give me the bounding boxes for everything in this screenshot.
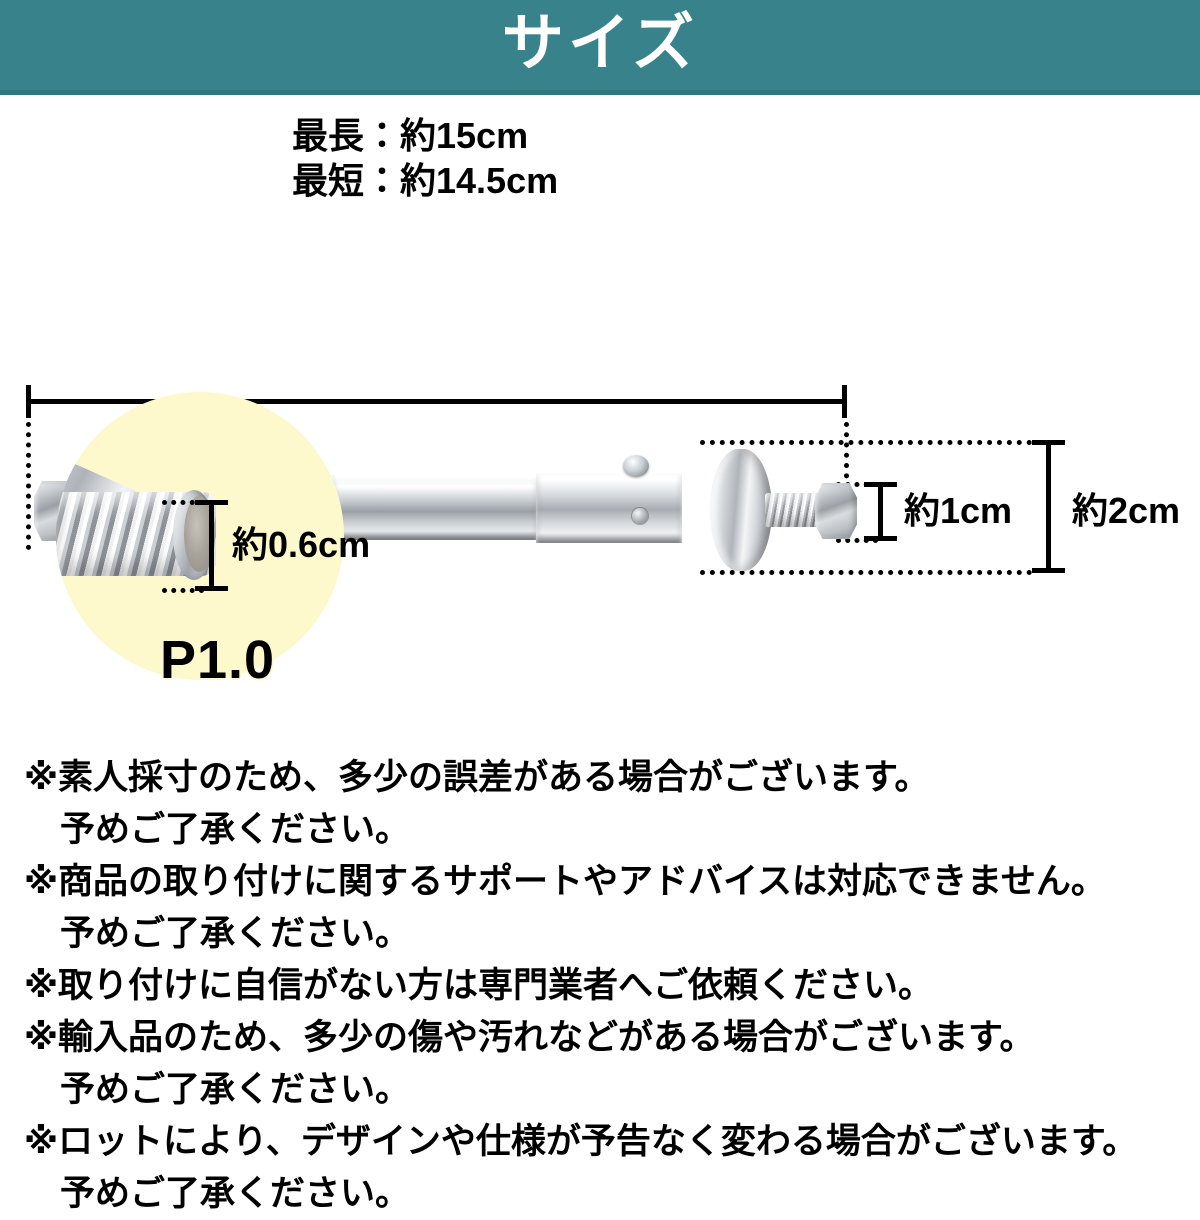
coupling-sleeve [536,473,682,543]
page-title: サイズ [501,9,699,78]
witness-line-bottom-horizontal [700,570,1032,575]
note-line-secondary: 予めご了承ください。 [60,1070,411,1109]
nut-height-top-cap [864,482,897,487]
flange-diameter-label: 約2cm [1072,490,1181,531]
overall-length-dimension-line [26,399,847,404]
note-item: ※ロットにより、デザインや仕様が予告なく変わる場合がございます。 予めご了承くだ… [24,1116,1184,1220]
note-line-primary: ※取り付けに自信がない方は専門業者へご依頼ください。 [24,966,934,1005]
note-line-secondary: 予めご了承ください。 [60,914,411,953]
max-length-label: 最長：約15cm [292,115,529,156]
witness-line-top-horizontal [700,440,1032,445]
thread-pitch-label: P1.0 [160,630,276,690]
flange-diameter-dimension-bar [1046,442,1051,572]
note-item: ※商品の取り付けに関するサポートやアドバイスは対応できません。 予めご了承くださ… [24,856,1184,960]
banner-underline [0,90,1200,95]
witness-line-nut-bottom [836,538,878,543]
witness-line-left-vertical [26,422,31,550]
note-line-primary: ※輸入品のため、多少の傷や汚れなどがある場合がございます。 [24,1018,1035,1057]
overall-length-right-cap [842,385,847,418]
note-item: ※輸入品のため、多少の傷や汚れなどがある場合がございます。 予めご了承ください。 [24,1012,1184,1116]
witness-line-right-vertical [844,422,849,540]
witness-line-bolt-top [162,500,204,505]
nut-height-dimension-bar [878,484,883,540]
bolt-diameter-top-cap [195,500,228,505]
note-line-secondary: 予めご了承ください。 [60,1174,411,1213]
notes-list: ※素人採寸のため、多少の誤差がある場合がございます。 予めご了承ください。 ※商… [24,752,1184,1220]
page-header-banner: サイズ [0,0,1200,90]
length-label-group: 最長：約15cm 最短：約14.5cm [292,113,932,203]
witness-line-nut-top [836,482,878,487]
note-line-primary: ※商品の取り付けに関するサポートやアドバイスは対応できません。 [24,862,1106,901]
right-hex-nut [815,483,857,539]
locking-pin [623,455,649,477]
min-length-label: 最短：約14.5cm [292,160,559,201]
nut-height-label: 約1cm [904,490,1013,531]
bolt-diameter-dimension-bar [209,502,214,590]
flange-diameter-top-cap [1032,440,1065,445]
note-line-primary: ※ロットにより、デザインや仕様が予告なく変わる場合がございます。 [24,1122,1138,1161]
bolt-diameter-label: 約0.6cm [232,524,371,565]
note-item: ※素人採寸のため、多少の誤差がある場合がございます。 予めご了承ください。 [24,752,1184,856]
bolt-diameter-bottom-cap [195,586,228,591]
witness-line-bolt-bottom [162,588,204,593]
inner-tube-section [333,478,538,540]
note-item: ※取り付けに自信がない方は専門業者へご依頼ください。 [24,960,1184,1012]
overall-length-left-cap [26,385,31,418]
flange-diameter-bottom-cap [1032,568,1065,573]
note-line-secondary: 予めご了承ください。 [60,810,411,849]
note-line-primary: ※素人採寸のため、多少の誤差がある場合がございます。 [24,758,930,797]
right-flange-disc [710,449,772,571]
nut-height-bottom-cap [864,536,897,541]
